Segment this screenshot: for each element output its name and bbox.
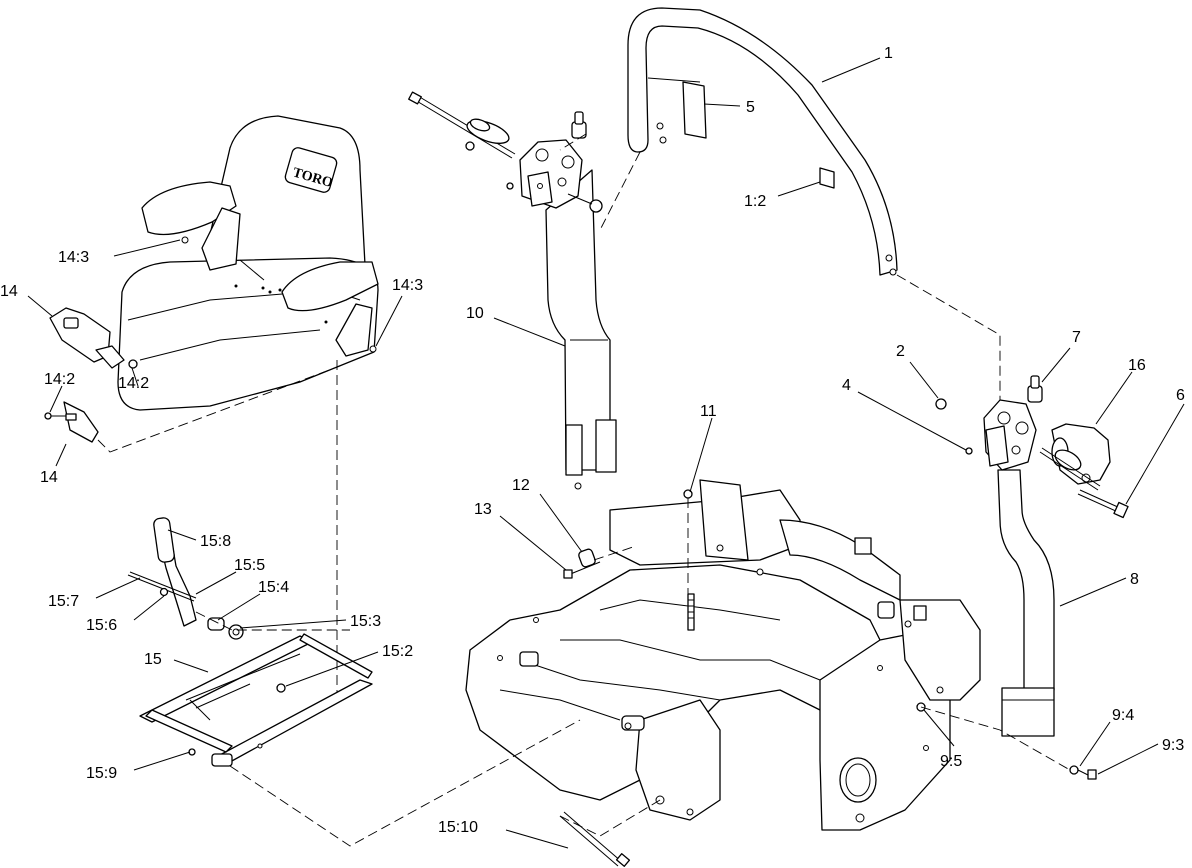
- callout-2: 2: [896, 343, 905, 360]
- callout-11: 11: [700, 403, 717, 420]
- latch-pin-left: [408, 91, 603, 213]
- decal-1-2: [819, 167, 835, 189]
- callout-16: 16: [1128, 357, 1146, 374]
- callout-7: 7: [1072, 329, 1081, 346]
- callout-14-2b: 14:2: [118, 375, 149, 392]
- callout-14-3a: 14:3: [58, 249, 89, 266]
- pivot-bracket-right: [935, 375, 1043, 471]
- seat-belt: [44, 307, 341, 453]
- callout-12: 12: [512, 477, 530, 494]
- callout-10: 10: [466, 305, 484, 322]
- callout-4: 4: [842, 377, 851, 394]
- callout-15-4: 15:4: [258, 579, 289, 596]
- leader-lines: [27, 57, 1185, 849]
- callout-9-4: 9:4: [1112, 707, 1134, 724]
- seat-adjuster: [127, 517, 373, 767]
- callout-1-2: 1:2: [744, 193, 766, 210]
- callout-9-3: 9:3: [1162, 737, 1184, 754]
- decal-5: [682, 81, 707, 139]
- callout-15: 15: [144, 651, 162, 668]
- callout-9-5: 9:5: [940, 753, 962, 770]
- roll-bar-lower-right: [997, 469, 1055, 737]
- callout-1: 1: [884, 45, 893, 62]
- callout-8: 8: [1130, 571, 1139, 588]
- callout-15-5: 15:5: [234, 557, 265, 574]
- callout-15-7: 15:7: [48, 593, 79, 610]
- main-frame: [465, 479, 981, 831]
- callout-15-8: 15:8: [200, 533, 231, 550]
- callout-labels: 1 5 1:2 10 2 7 16 4 6 11 12 13 8 14:3 14…: [0, 45, 1185, 836]
- bolt-6: [1077, 489, 1129, 519]
- roll-bar-upper: [627, 7, 898, 276]
- callout-15-2: 15:2: [382, 643, 413, 660]
- callout-15-9: 15:9: [86, 765, 117, 782]
- seat: TORO: [117, 115, 379, 411]
- callout-13: 13: [474, 501, 492, 518]
- pivot-bracket-left: [519, 139, 583, 209]
- callout-14-2a: 14:2: [44, 371, 75, 388]
- pin-15-10: [559, 811, 631, 867]
- roll-bar-lower-left: [545, 169, 617, 490]
- callout-5: 5: [746, 99, 755, 116]
- callout-14b: 14: [40, 469, 58, 486]
- callout-14a: 14: [0, 283, 18, 300]
- callout-14-3b: 14:3: [392, 277, 423, 294]
- callout-15-3: 15:3: [350, 613, 381, 630]
- callout-15-10: 15:10: [438, 819, 478, 836]
- rear-fasteners-9: [916, 702, 1097, 780]
- latch-housing-16: [1039, 423, 1111, 491]
- callout-15-6: 15:6: [86, 617, 117, 634]
- callout-6: 6: [1176, 387, 1185, 404]
